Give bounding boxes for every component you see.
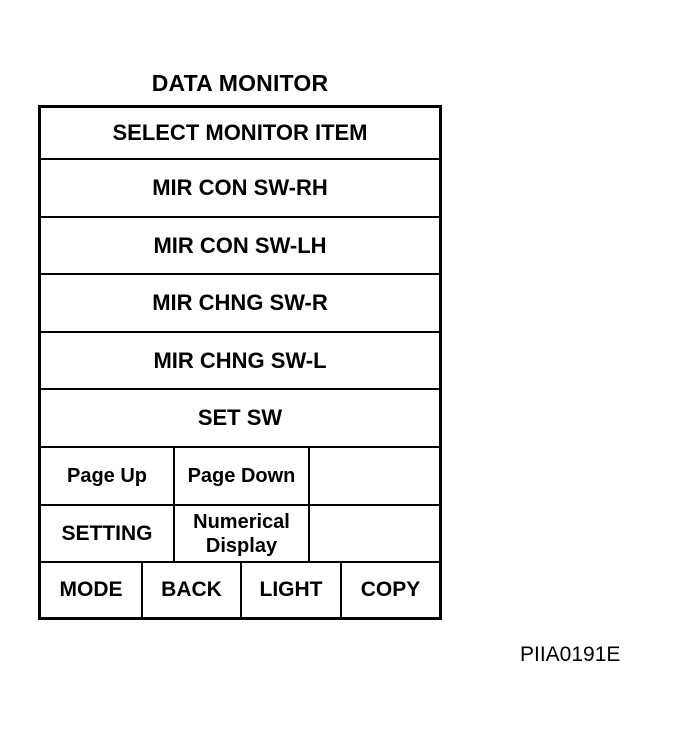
page-title: DATA MONITOR (151, 70, 329, 96)
column-divider (173, 448, 175, 504)
page-up-button[interactable]: Page Up (66, 465, 148, 487)
monitor-item-set-sw[interactable]: SET SW (197, 405, 283, 430)
row-divider (41, 388, 439, 390)
numerical-display-label-line2: Display (205, 534, 278, 557)
blank-button (310, 448, 439, 504)
blank-button (310, 506, 439, 561)
row-divider (41, 216, 439, 218)
monitor-item-mir-chng-sw-l[interactable]: MIR CHNG SW-L (153, 347, 327, 373)
column-divider (340, 563, 342, 617)
column-divider (308, 506, 310, 561)
column-divider (240, 563, 242, 617)
row-divider (41, 273, 439, 275)
back-button[interactable]: BACK (161, 578, 222, 601)
monitor-item-mir-con-sw-rh[interactable]: MIR CON SW-RH (152, 175, 328, 200)
numerical-display-label-line1: Numerical (193, 510, 290, 533)
monitor-item-mir-con-sw-lh[interactable]: MIR CON SW-LH (153, 232, 327, 258)
column-divider (141, 563, 143, 617)
row-divider (41, 331, 439, 333)
mode-button[interactable]: MODE (59, 578, 123, 601)
data-monitor-panel: SELECT MONITOR ITEM MIR CON SW-RH MIR CO… (38, 105, 442, 620)
row-divider (41, 158, 439, 160)
row-divider (41, 446, 439, 448)
select-monitor-item-header: SELECT MONITOR ITEM (112, 120, 368, 145)
copy-button[interactable]: COPY (360, 578, 421, 601)
page-down-button[interactable]: Page Down (187, 465, 296, 487)
numerical-display-button[interactable]: Numerical Display (175, 506, 308, 561)
monitor-item-mir-chng-sw-r[interactable]: MIR CHNG SW-R (152, 290, 328, 315)
setting-button[interactable]: SETTING (61, 521, 153, 545)
row-divider (41, 504, 439, 506)
column-divider (308, 448, 310, 504)
light-button[interactable]: LIGHT (259, 578, 323, 601)
row-divider (41, 561, 439, 563)
column-divider (173, 506, 175, 561)
figure-code: PIIA0191E (520, 643, 621, 666)
